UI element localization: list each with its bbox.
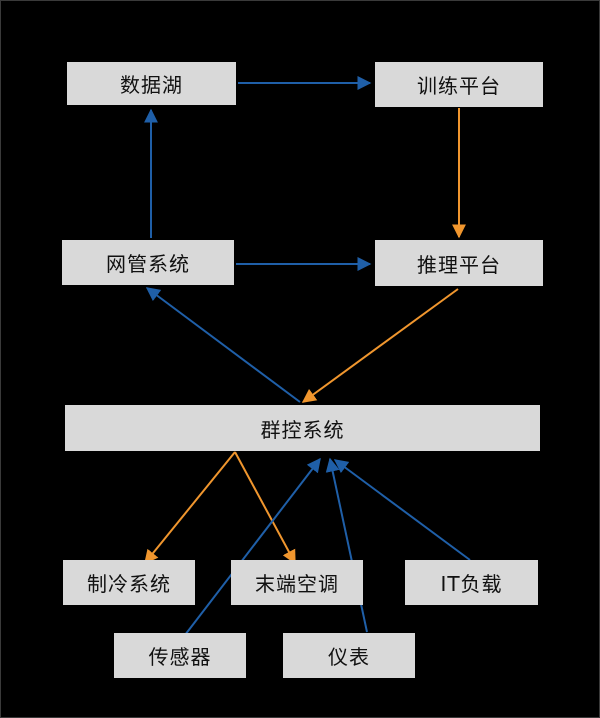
node-terminal-ac: 末端空调 [231, 560, 363, 605]
edge-inference-to-groupctrl [301, 288, 459, 403]
node-training-platform: 训练平台 [375, 62, 543, 107]
edge-groupctrl-to-terminalac [234, 451, 296, 565]
node-it-load: IT负载 [405, 560, 538, 605]
node-instrument: 仪表 [283, 633, 415, 678]
edge-groupctrl-to-refrigeration [144, 451, 236, 565]
node-data-lake: 数据湖 [67, 62, 236, 105]
edge-instrument-to-groupctrl [325, 457, 368, 633]
edge-itload-to-groupctrl [333, 459, 471, 561]
node-group-control: 群控系统 [65, 405, 540, 451]
node-network-management: 网管系统 [62, 240, 234, 285]
node-inference-platform: 推理平台 [375, 240, 543, 286]
node-sensor: 传感器 [114, 633, 246, 678]
node-refrigeration: 制冷系统 [63, 560, 195, 605]
edge-groupctrl-to-netmgmt [145, 287, 301, 403]
edge-sensor-to-groupctrl [184, 457, 321, 636]
